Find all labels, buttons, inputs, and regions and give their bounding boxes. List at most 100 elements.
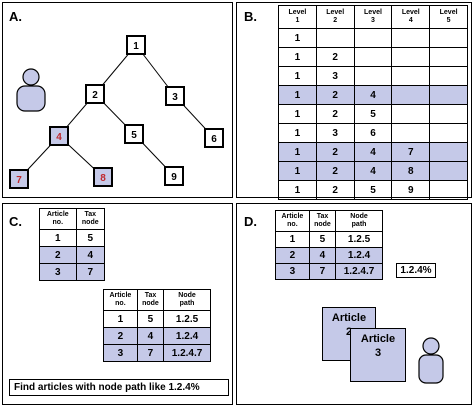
table-cell: 5 <box>136 310 165 328</box>
table-row: 1 <box>278 28 468 48</box>
table-cell <box>429 47 468 67</box>
table-cell: 1 <box>278 104 317 124</box>
query-box: Find articles with node path like 1.2.4% <box>9 379 229 396</box>
table-cell: 7 <box>75 263 106 281</box>
table-cell: 4 <box>353 85 393 105</box>
column-header-line: Tax <box>144 292 157 299</box>
column-header-line: 2 <box>333 17 338 24</box>
table-cell: 9 <box>391 180 431 200</box>
column-header-line: no. <box>115 300 126 307</box>
article-card-number: 2 <box>345 326 353 338</box>
table-cell: 2 <box>315 104 355 124</box>
column-header-line: Tax <box>316 213 329 220</box>
tree-node: 1 <box>126 35 146 55</box>
column-header-line: Tax <box>84 211 97 218</box>
table-cell: 7 <box>308 263 337 280</box>
table-cell <box>429 28 468 48</box>
table-cell: 4 <box>353 161 393 181</box>
column-header-line: node <box>81 219 99 226</box>
table-cell <box>353 28 393 48</box>
tree-node-label: 8 <box>100 173 106 184</box>
panel-c-label: C. <box>9 214 22 229</box>
tree-edges <box>18 44 215 180</box>
table-cell: 4 <box>75 246 106 264</box>
table-cell: 4 <box>136 327 165 345</box>
panel-a-label: A. <box>9 9 22 24</box>
column-header-line: Article <box>281 213 304 220</box>
column-header-line: path <box>179 300 195 307</box>
column-header-line: Node <box>350 213 368 220</box>
table-cell <box>429 123 468 143</box>
table-cell <box>391 66 431 86</box>
table-cell: 2 <box>315 85 355 105</box>
column-header-line: path <box>351 221 367 228</box>
table-cell <box>391 47 431 67</box>
column-header-line: Node <box>178 292 196 299</box>
column-header-line: node <box>314 221 331 228</box>
column-header-line: no. <box>52 219 64 226</box>
tree-node-label: 4 <box>56 132 62 143</box>
table-cell <box>391 85 431 105</box>
table-cell: 1.2.4 <box>335 247 383 264</box>
column-header-line: 5 <box>446 17 451 24</box>
table-cell <box>429 142 468 162</box>
tree-node: 5 <box>124 124 144 144</box>
table-cell: 3 <box>275 263 310 280</box>
person-icon <box>418 337 444 384</box>
article-card: Article 3 <box>350 328 406 382</box>
table-cell: 1 <box>103 310 138 328</box>
column-header-line: Level <box>288 9 307 16</box>
column-header-line: no. <box>287 221 298 228</box>
table-cell: 2 <box>315 180 355 200</box>
table-cell <box>429 161 468 181</box>
tree-node-label: 3 <box>172 92 178 103</box>
table-cell: 2 <box>275 247 310 264</box>
table-cell: 1 <box>39 229 77 247</box>
table-cell <box>391 28 431 48</box>
table-cell: 5 <box>308 231 337 248</box>
table-cell: 6 <box>353 123 393 143</box>
article-card-title: Article <box>331 312 367 324</box>
table-cell: 5 <box>353 180 393 200</box>
column-header-line: Level <box>401 9 420 16</box>
column-header-line: 4 <box>408 17 413 24</box>
column-header-line: 1 <box>295 17 300 24</box>
column-header-line: Article <box>109 292 132 299</box>
table-cell <box>391 123 431 143</box>
table-cell <box>429 104 468 124</box>
tree-node: 3 <box>165 86 185 106</box>
pattern-box: 1.2.4% <box>396 263 436 278</box>
table-cell: 3 <box>315 123 355 143</box>
table-cell <box>429 85 468 105</box>
table-cell <box>429 180 468 200</box>
tree-node: 4 <box>49 126 69 146</box>
table-cell: 3 <box>103 344 138 362</box>
table-cell: 7 <box>136 344 165 362</box>
table-cell: 1 <box>278 123 317 143</box>
person-icon <box>16 68 46 112</box>
table-cell: 1 <box>278 47 317 67</box>
table-cell: 5 <box>75 229 106 247</box>
pattern-text: 1.2.4% <box>400 265 432 276</box>
